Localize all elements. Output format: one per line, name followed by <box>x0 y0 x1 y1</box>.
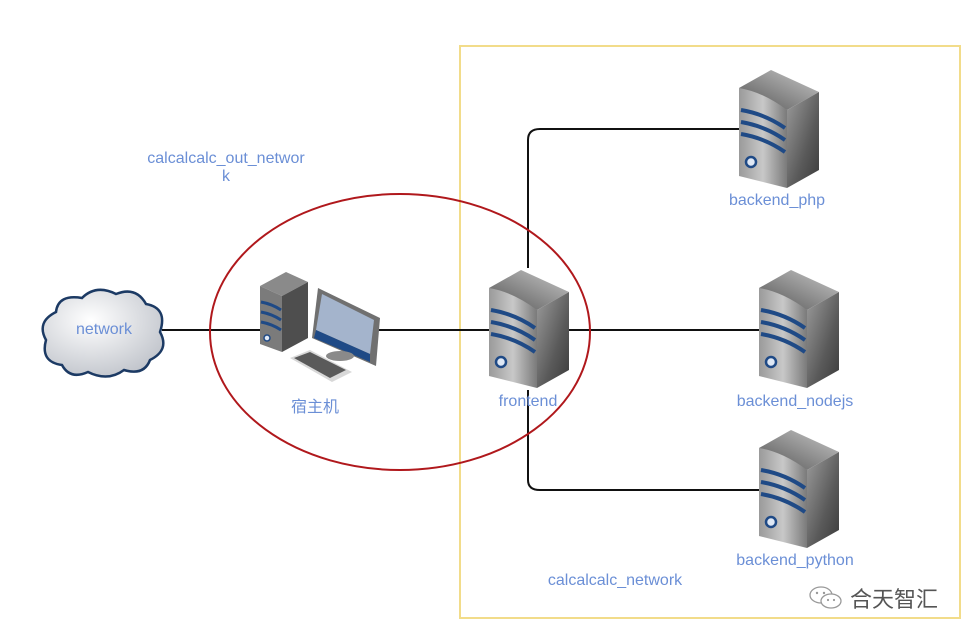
cloud-icon[interactable] <box>41 288 165 378</box>
host-label: 宿主机 <box>290 399 339 416</box>
frontend-label: frontend <box>498 393 558 410</box>
outer-network-label-line1: calcalcalc_out_networ <box>147 150 305 167</box>
edge-frontend-backend-python <box>527 390 762 491</box>
cloud-label: network <box>75 321 133 338</box>
backend-python-label: backend_python <box>736 552 854 569</box>
frontend-server-icon[interactable] <box>487 268 571 390</box>
highlight-ellipse <box>209 193 591 471</box>
edge-frontend-backend-php <box>527 128 742 268</box>
inner-network-label: calcalcalc_network <box>547 572 683 589</box>
backend-python-server-icon[interactable] <box>757 428 841 550</box>
backend-nodejs-label: backend_nodejs <box>736 393 854 410</box>
outer-network-label: calcalcalc_out_networ k <box>136 150 316 186</box>
backend-php-label: backend_php <box>728 192 826 209</box>
wechat-icon <box>809 586 842 609</box>
outer-network-label-line2: k <box>222 168 230 185</box>
calcalcalc-network-boundary <box>459 45 961 619</box>
desktop-computer-icon[interactable] <box>260 272 380 382</box>
watermark: 合天智汇 <box>808 582 938 614</box>
backend-php-server-icon[interactable] <box>737 68 821 190</box>
backend-nodejs-server-icon[interactable] <box>757 268 841 390</box>
watermark-text: 合天智汇 <box>850 588 939 613</box>
